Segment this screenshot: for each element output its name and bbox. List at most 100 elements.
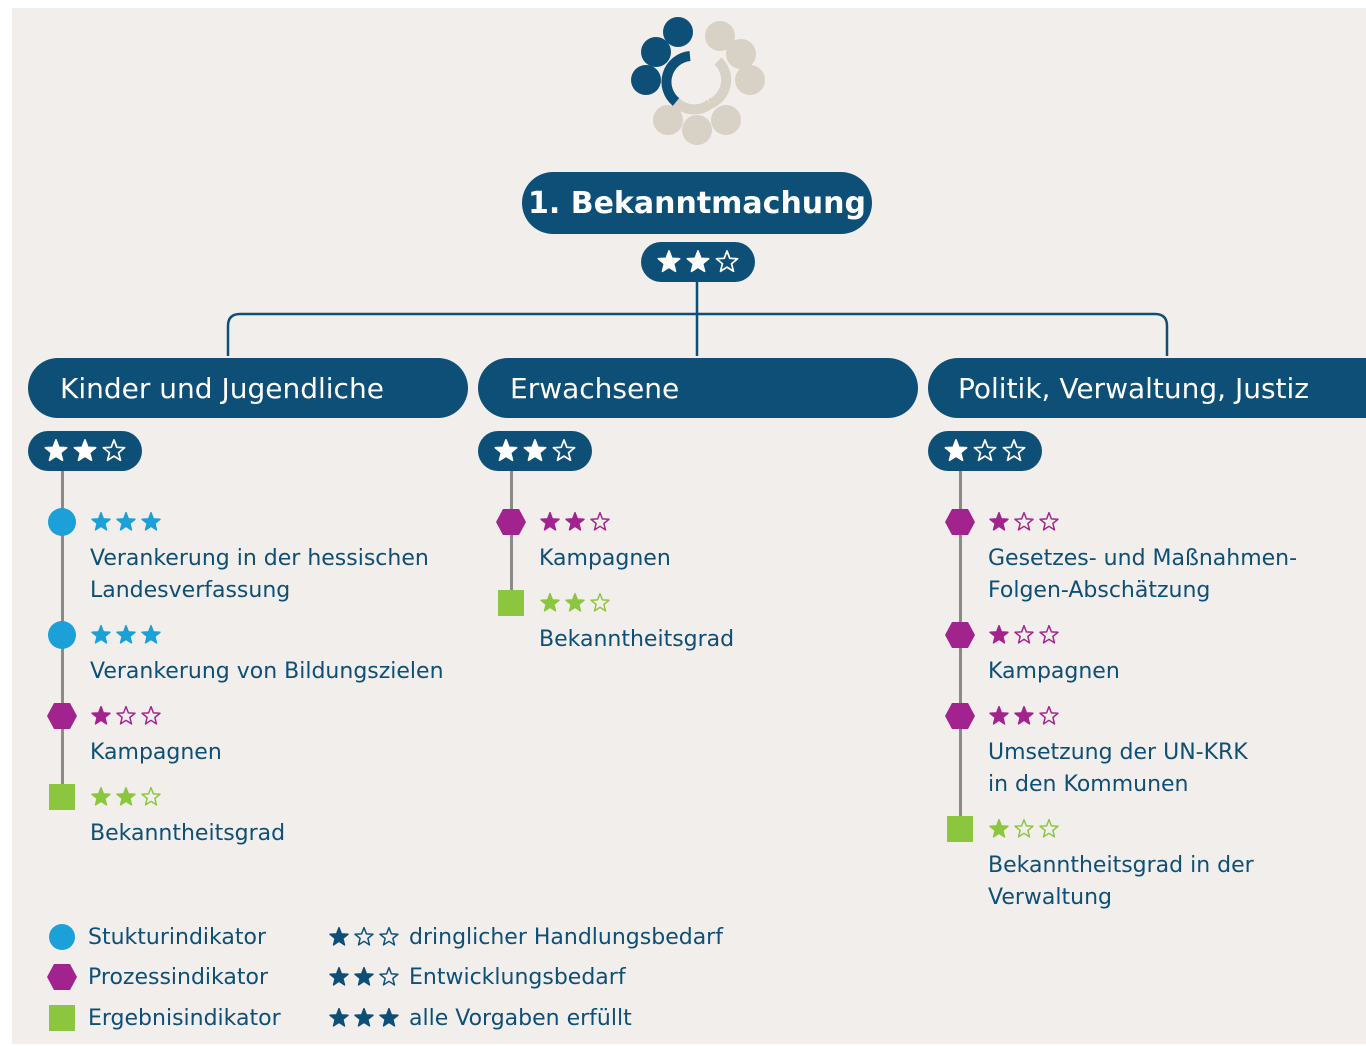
legend-label: Stukturindikator <box>88 924 266 950</box>
legend-label: dringlicher Handlungsbedarf <box>409 924 723 950</box>
indicator-label: Gesetzes- und Maßnahmen- Folgen-Abschätz… <box>988 546 1298 603</box>
star-filled-icon <box>657 250 681 273</box>
legend-struktur: Stukturindikator <box>48 922 266 952</box>
star-filled-icon <box>90 624 111 644</box>
column-title: Politik, Verwaltung, Justiz <box>958 371 1309 405</box>
star-filled-icon <box>328 926 349 946</box>
star-filled-icon <box>90 786 111 806</box>
circle-icon <box>49 924 75 950</box>
star-outline-icon <box>1038 818 1059 838</box>
star-filled-icon <box>90 705 111 725</box>
indicator-label: Bekanntheitsgrad <box>90 821 286 846</box>
legend-label: Prozessindikator <box>88 964 269 990</box>
star-filled-icon <box>353 966 374 986</box>
star-filled-icon <box>353 1007 374 1027</box>
star-filled-icon <box>564 511 585 531</box>
indicator-rating <box>986 622 1061 648</box>
star-outline-icon <box>1038 705 1059 725</box>
star-filled-icon <box>539 511 560 531</box>
column-title: Kinder und Jugendliche <box>60 371 384 405</box>
indicator-label: Bekanntheitsgrad <box>539 627 735 652</box>
square-icon <box>49 1005 75 1031</box>
star-filled-icon <box>115 624 136 644</box>
star-filled-icon <box>494 439 518 462</box>
column-header-erwachsene: Erwachsene <box>478 358 918 418</box>
indicator-label: Verankerung von Bildungszielen <box>90 659 444 684</box>
star-filled-icon <box>988 818 1009 838</box>
legend-label: Ergebnisindikator <box>88 1005 281 1031</box>
star-filled-icon <box>44 439 68 462</box>
indicator-rating <box>88 784 163 810</box>
indicator-label: Verankerung in der hessischen Landesverf… <box>90 546 429 603</box>
indicator-rating <box>88 509 163 535</box>
column-title: Erwachsene <box>510 371 680 405</box>
star-outline-icon <box>115 705 136 725</box>
stars-icon <box>326 926 401 948</box>
column-timeline <box>958 471 962 829</box>
indicator-rating <box>986 509 1061 535</box>
star-filled-icon <box>73 439 97 462</box>
legend-label: Entwicklungsbedarf <box>409 964 626 990</box>
hexagon-icon <box>47 703 77 729</box>
star-outline-icon <box>973 439 997 462</box>
star-filled-icon <box>523 439 547 462</box>
star-outline-icon <box>140 786 161 806</box>
legend-prozess: Prozessindikator <box>46 962 268 992</box>
column-header-kinder: Kinder und Jugendliche <box>28 358 468 418</box>
legend-label: alle Vorgaben erfüllt <box>409 1005 632 1031</box>
circle-icon <box>48 508 76 536</box>
hexagon-icon <box>945 622 975 648</box>
stars-icon <box>326 1007 401 1029</box>
column-timeline <box>509 471 513 603</box>
star-outline-icon <box>353 926 374 946</box>
star-filled-icon <box>1013 705 1034 725</box>
root-title: 1. Bekanntmachung <box>527 185 866 221</box>
legend-ergebnis: Ergebnisindikator <box>48 1003 281 1033</box>
star-outline-icon <box>1013 624 1034 644</box>
column-rating <box>28 431 142 471</box>
column-rating <box>928 431 1042 471</box>
star-outline-icon <box>589 511 610 531</box>
indicator-rating <box>537 509 612 535</box>
star-filled-icon <box>328 966 349 986</box>
square-icon <box>498 590 524 616</box>
star-filled-icon <box>564 592 585 612</box>
star-filled-icon <box>115 511 136 531</box>
star-outline-icon <box>1013 818 1034 838</box>
legend-rating-2: Entwicklungsbedarf <box>326 962 626 992</box>
root-rating <box>641 242 755 282</box>
star-filled-icon <box>90 511 111 531</box>
star-outline-icon <box>102 439 126 462</box>
stars-icon <box>326 966 401 988</box>
column-rating <box>478 431 592 471</box>
star-outline-icon <box>552 439 576 462</box>
indicator-rating <box>537 590 612 616</box>
indicator-label: Kampagnen <box>90 740 222 765</box>
star-outline-icon <box>1038 511 1059 531</box>
star-filled-icon <box>988 511 1009 531</box>
logo-icon <box>631 17 765 145</box>
star-filled-icon <box>988 624 1009 644</box>
hexagon-icon <box>945 703 975 729</box>
star-filled-icon <box>378 1007 399 1027</box>
legend-rating-3: alle Vorgaben erfüllt <box>326 1003 632 1033</box>
indicator-label: Umsetzung der UN-KRK in den Kommunen <box>988 740 1248 797</box>
star-filled-icon <box>944 439 968 462</box>
hexagon-icon <box>496 509 526 535</box>
indicator-label: Kampagnen <box>539 546 671 571</box>
star-outline-icon <box>1013 511 1034 531</box>
hexagon-icon <box>945 509 975 535</box>
star-filled-icon <box>686 250 710 273</box>
legend-rating-1: dringlicher Handlungsbedarf <box>326 922 723 952</box>
square-icon <box>947 816 973 842</box>
star-filled-icon <box>115 786 136 806</box>
indicator-label: Bekanntheitsgrad in der Verwaltung <box>988 853 1254 910</box>
star-filled-icon <box>328 1007 349 1027</box>
circle-icon <box>48 621 76 649</box>
hexagon-icon <box>47 964 77 990</box>
star-filled-icon <box>140 624 161 644</box>
indicator-rating <box>88 622 163 648</box>
root-node: 1. Bekanntmachung <box>522 172 872 234</box>
star-outline-icon <box>140 705 161 725</box>
column-header-politik: Politik, Verwaltung, Justiz <box>928 358 1366 418</box>
